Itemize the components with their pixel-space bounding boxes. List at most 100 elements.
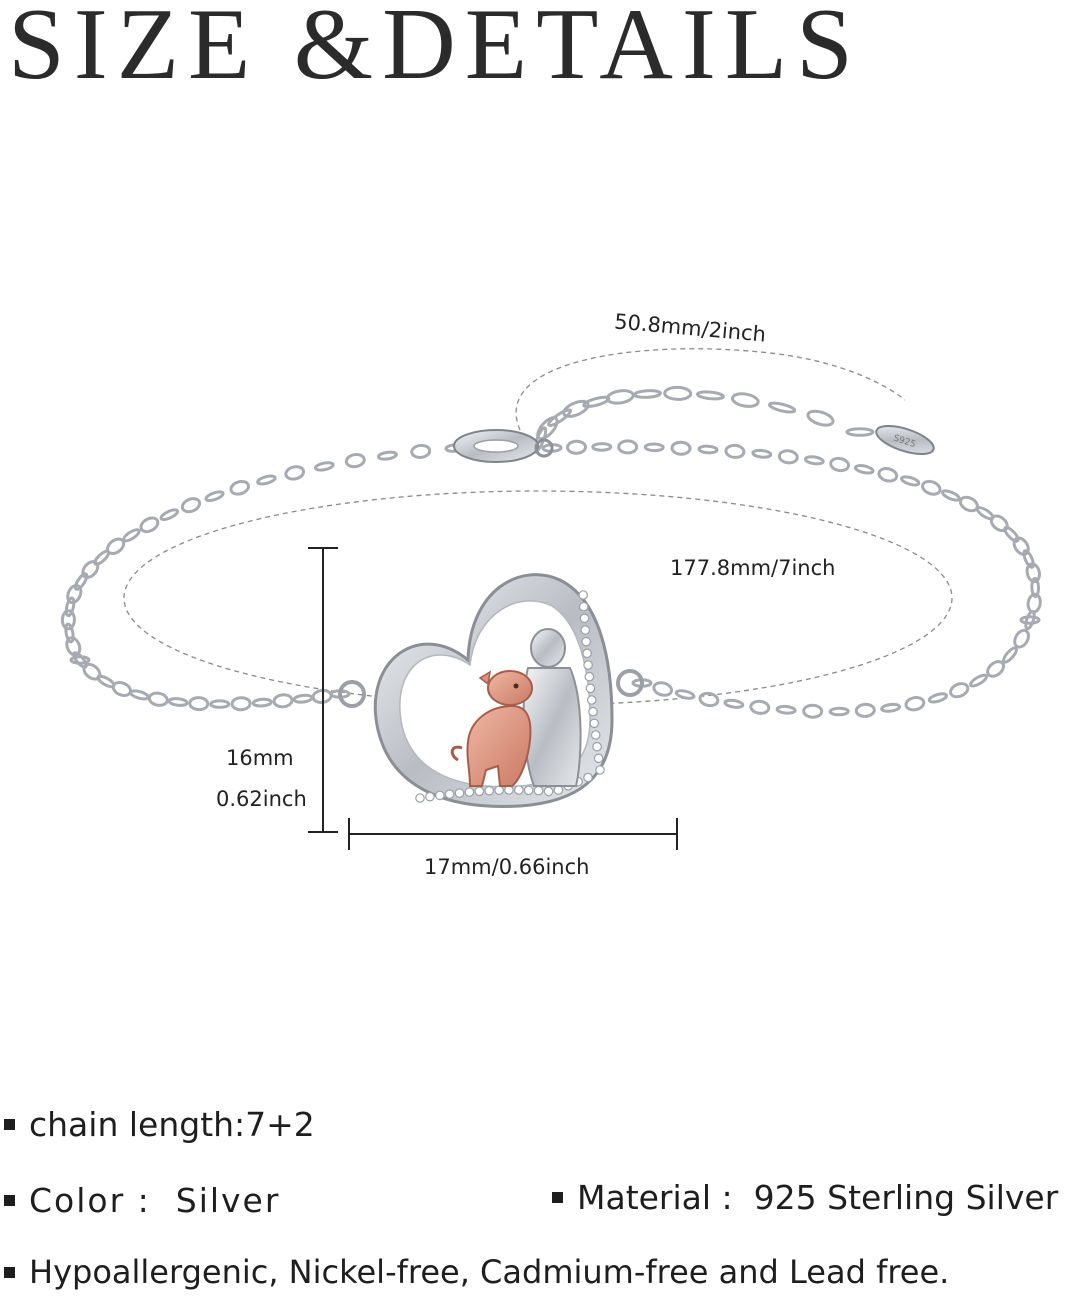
chain-link: [989, 514, 1009, 533]
extender-length-guide: [515, 348, 906, 431]
stone: [582, 648, 592, 659]
chain-link: [1013, 628, 1030, 649]
chain-link: [204, 490, 225, 503]
chain-link: [605, 389, 635, 405]
chain-link: [674, 689, 696, 700]
bullet-square-icon: [4, 1266, 15, 1278]
stone: [533, 785, 544, 796]
chain-link: [81, 560, 100, 579]
stone: [588, 706, 598, 717]
chain-link: [828, 706, 850, 717]
chain-link: [777, 449, 799, 465]
chain-link: [900, 475, 921, 487]
bullet-square-icon: [4, 1119, 15, 1130]
chain-link: [313, 461, 335, 472]
chain-link: [949, 682, 970, 699]
chain-link: [159, 508, 180, 522]
chain-link: [617, 439, 639, 455]
stone: [484, 785, 494, 796]
chain-link: [566, 439, 587, 455]
page-title: SIZE &DETAILS: [8, 0, 862, 101]
chain-link: [591, 442, 613, 452]
chain-link: [536, 416, 559, 441]
height-inch-label: 0.62inch: [216, 787, 307, 811]
stone: [579, 613, 590, 624]
stone: [425, 791, 435, 802]
chain-link: [1030, 577, 1041, 598]
stone: [583, 660, 593, 670]
chain-link: [803, 455, 825, 466]
chain-link: [1002, 646, 1018, 664]
chain-link: [802, 703, 824, 719]
stone: [581, 636, 591, 647]
chain-link: [1022, 549, 1035, 569]
girl-figure: [522, 628, 582, 787]
stone: [415, 793, 425, 803]
spec-material: Material : 925 Sterling Silver: [552, 1181, 1058, 1214]
chain-link: [582, 395, 611, 409]
stone: [578, 601, 589, 612]
chain-link: [854, 702, 876, 718]
chain-link: [547, 408, 572, 427]
chain-link: [723, 698, 745, 709]
chain-link: [730, 392, 760, 408]
spec-color-text: Color : Silver: [29, 1181, 281, 1220]
chain-link: [643, 442, 665, 453]
chain-link: [969, 673, 988, 688]
chain-link: [986, 660, 1006, 678]
chain-link: [410, 443, 432, 459]
height-dimension: [308, 547, 338, 833]
chain-link: [1003, 525, 1020, 543]
chain-link: [139, 516, 160, 534]
chain-link: [941, 489, 961, 502]
stone: [513, 785, 524, 795]
chain-link: [775, 704, 797, 715]
stone: [585, 683, 596, 694]
chain-link: [670, 440, 692, 456]
lobster-clasp: [453, 429, 554, 463]
chain-link: [60, 609, 76, 631]
stone: [586, 695, 597, 705]
chain-link: [229, 479, 250, 496]
spec-features-text: Hypoallergenic, Nickel-free, Cadmium-fre…: [29, 1253, 950, 1291]
chain-link: [111, 680, 133, 698]
stone: [578, 590, 588, 600]
chain-link: [188, 696, 210, 712]
chain-link: [904, 696, 926, 712]
chain-link: [66, 583, 83, 605]
chain-link: [256, 474, 277, 486]
chain-link: [376, 450, 398, 461]
heart-charm: [373, 573, 614, 808]
width-dimension: [348, 818, 678, 850]
stone: [434, 790, 445, 801]
stone: [444, 789, 455, 799]
right-jump-ring: [616, 669, 644, 697]
chain-link: [292, 693, 314, 704]
stone: [584, 671, 595, 682]
chain-link: [633, 389, 662, 399]
chain-link: [209, 699, 231, 709]
stone: [595, 765, 605, 775]
stone: [504, 785, 514, 795]
stone: [553, 785, 564, 795]
chain-link: [73, 572, 89, 591]
brand-tag: S925: [875, 425, 935, 455]
chain-link: [663, 385, 693, 401]
chain-link: [1012, 536, 1030, 556]
chain-link: [695, 390, 725, 401]
chain-link: [697, 444, 719, 455]
chain-link: [880, 702, 902, 713]
chain-length-label: 177.8mm/7inch: [670, 556, 836, 580]
chain-link: [251, 697, 273, 708]
bracelet-chain: [60, 385, 1042, 719]
bullet-square-icon: [4, 1195, 15, 1206]
chain-link: [180, 497, 202, 514]
stone: [523, 785, 534, 796]
stone: [590, 730, 601, 740]
chain-link: [272, 693, 294, 709]
stone: [494, 785, 504, 795]
chain-link: [927, 692, 949, 704]
stone: [464, 787, 475, 797]
bullet-square-icon: [552, 1192, 563, 1203]
